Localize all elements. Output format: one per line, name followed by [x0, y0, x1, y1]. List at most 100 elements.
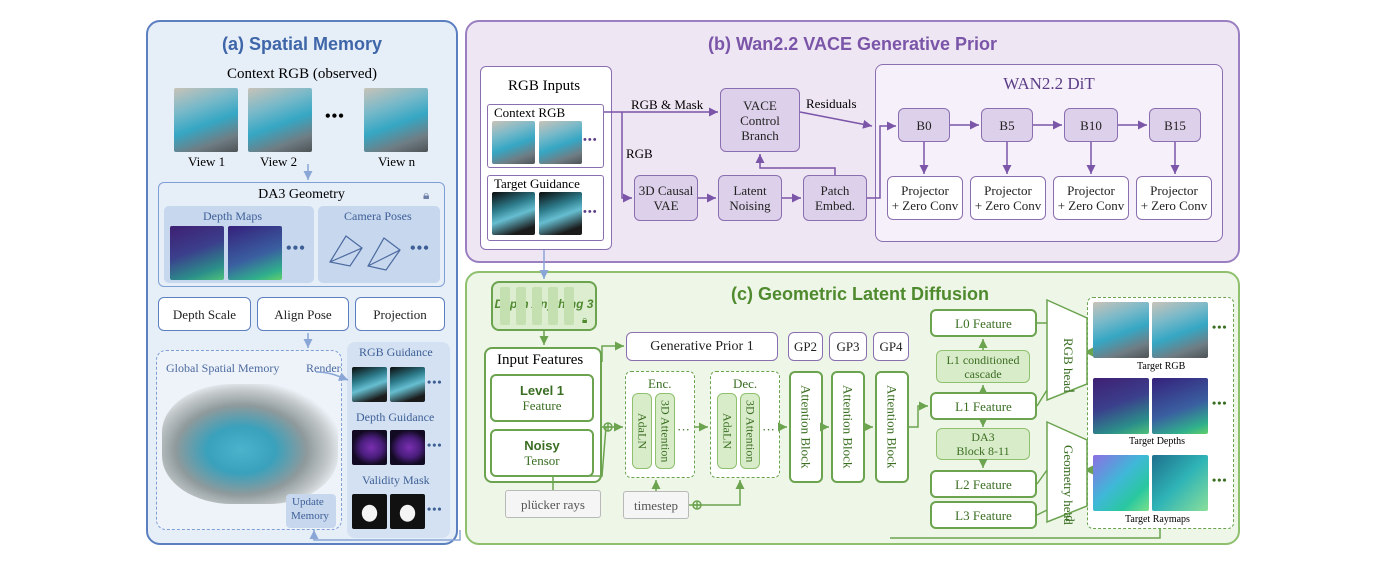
panel-a-title: (a) Spatial Memory	[221, 34, 383, 54]
depth-guidance-1	[352, 430, 387, 465]
input-features-label: Input Features	[497, 352, 584, 368]
projection-box: Projection	[355, 297, 445, 331]
level-1-line-2: Feature	[522, 398, 562, 413]
projector-1-line-1: Projector	[901, 183, 949, 198]
view-n-image	[364, 88, 428, 152]
update-memory-box	[286, 494, 336, 528]
view-1-label: View 1	[188, 154, 226, 169]
target-guidance-2	[539, 192, 582, 235]
target-guidance-ellipsis: •••	[583, 206, 598, 218]
level-1-feature-box: Level 1 Feature	[490, 374, 594, 422]
target-depth-2	[1152, 378, 1208, 434]
gp2-box: GP2	[788, 332, 823, 361]
target-depths-label: Target Depths	[1129, 436, 1186, 447]
camera-poses-ellipsis: •••	[410, 240, 430, 257]
context-rgb-1	[492, 121, 535, 164]
cascade-line-1: L1 conditioned	[946, 352, 1020, 367]
target-raymap-1	[1093, 455, 1149, 511]
rgb-inputs-label: RGB Inputs	[508, 78, 581, 94]
rgb-head-text: RGB head	[1061, 338, 1076, 393]
depth-guidance-label: Depth Guidance	[356, 410, 435, 424]
vace-control-branch: VACE Control Branch	[720, 88, 800, 152]
validity-mask-1	[352, 494, 387, 529]
l0-feature-box: L0 Feature	[930, 309, 1037, 337]
projector-4-line-1: Projector	[1150, 183, 1198, 198]
vace-line-1: VACE	[743, 97, 777, 113]
block-b10: B10	[1064, 108, 1118, 142]
noisy-line-1: Noisy	[524, 438, 560, 453]
projector-3-line-2: + Zero Conv	[1057, 198, 1125, 213]
noising-line-2: Noising	[729, 198, 771, 213]
patch-line-1: Patch	[820, 183, 850, 198]
camera-poses-box	[318, 206, 440, 283]
geometry-head-shape	[1046, 420, 1088, 524]
da3-block-line-1: DA3	[971, 430, 995, 444]
target-raymap-2	[1152, 455, 1208, 511]
context-rgb-label: Context RGB (observed)	[227, 66, 377, 82]
view-2-label: View 2	[260, 154, 298, 169]
encoder-label: Enc.	[648, 376, 672, 391]
patch-embed-box: Patch Embed.	[803, 175, 867, 221]
projector-2: Projector + Zero Conv	[970, 176, 1046, 220]
view-1-image	[174, 88, 238, 152]
level-1-line-1: Level 1	[519, 383, 565, 398]
rgb-guidance-label: RGB Guidance	[359, 345, 433, 359]
latent-noising-box: Latent Noising	[718, 175, 782, 221]
depth-map-2	[228, 226, 282, 280]
attention-block-3: Attention Block	[875, 371, 909, 483]
l3-feature-box: L3 Feature	[930, 501, 1037, 529]
da3-stripes	[500, 287, 574, 325]
target-rgb-1	[1093, 302, 1149, 358]
cascade-line-2: cascade	[964, 366, 1002, 381]
block-b0: B0	[898, 108, 950, 142]
camera-poses-label: Camera Poses	[344, 209, 412, 223]
projector-3-line-1: Projector	[1067, 183, 1115, 198]
view-n-label: View n	[378, 154, 416, 169]
da3-block-line-2: Block 8-11	[956, 444, 1010, 458]
view-2-image	[248, 88, 312, 152]
rgb-mask-label: RGB & Mask	[631, 97, 704, 112]
noising-line-1: Latent	[733, 183, 767, 198]
global-spatial-memory-label: Global Spatial Memory	[166, 361, 280, 375]
lock-icon: 🔒︎	[423, 188, 430, 202]
depth-maps-label: Depth Maps	[203, 209, 262, 223]
projector-3: Projector + Zero Conv	[1053, 176, 1129, 220]
dec-adaln: AdaLN	[717, 393, 737, 469]
l2-feature-box: L2 Feature	[930, 470, 1037, 498]
context-rgb-2	[539, 121, 582, 164]
projector-1: Projector + Zero Conv	[887, 176, 963, 220]
update-memory-label-1: Update	[292, 496, 324, 508]
projector-4: Projector + Zero Conv	[1136, 176, 1212, 220]
projector-2-line-1: Projector	[984, 183, 1032, 198]
rgb-guidance-1	[352, 367, 387, 402]
vace-line-3: Branch	[741, 127, 779, 143]
attention-block-2: Attention Block	[831, 371, 865, 483]
target-depth-ellipsis: •••	[1212, 396, 1228, 410]
panel-c-arrows	[539, 322, 1161, 539]
target-raymap-ellipsis: •••	[1212, 473, 1228, 487]
rgb-guidance-ellipsis: •••	[427, 375, 443, 389]
target-rgb-label: Target RGB	[1137, 361, 1186, 372]
target-raymaps-label: Target Raymaps	[1125, 514, 1190, 525]
panel-a-arrows	[303, 164, 461, 541]
panel-b-title: (b) Wan2.2 VACE Generative Prior	[707, 34, 998, 54]
enc-adaln: AdaLN	[632, 393, 652, 469]
projector-1-line-2: + Zero Conv	[891, 198, 959, 213]
rgb-label: RGB	[626, 146, 653, 161]
da3-lock-icon: 🔒︎	[582, 315, 588, 326]
align-pose-box: Align Pose	[257, 297, 349, 331]
validity-mask-label: Validity Mask	[362, 473, 430, 487]
decoder-label: Dec.	[733, 376, 758, 391]
vae-line-1: 3D Causal	[638, 183, 694, 198]
rgb-guidance-2	[390, 367, 425, 402]
projector-4-line-2: + Zero Conv	[1140, 198, 1208, 213]
rgb-head-shape	[1046, 298, 1088, 402]
validity-mask-2	[390, 494, 425, 529]
target-rgb-ellipsis: •••	[1212, 320, 1228, 334]
render-label: Render	[306, 361, 341, 375]
generative-prior-1-box: Generative Prior 1	[626, 332, 778, 361]
gp3-box: GP3	[829, 332, 867, 361]
da3-block-box: DA3 Block 8-11	[936, 428, 1030, 460]
l1-cascade-box: L1 conditioned cascade	[936, 350, 1030, 383]
depth-guidance-2	[390, 430, 425, 465]
